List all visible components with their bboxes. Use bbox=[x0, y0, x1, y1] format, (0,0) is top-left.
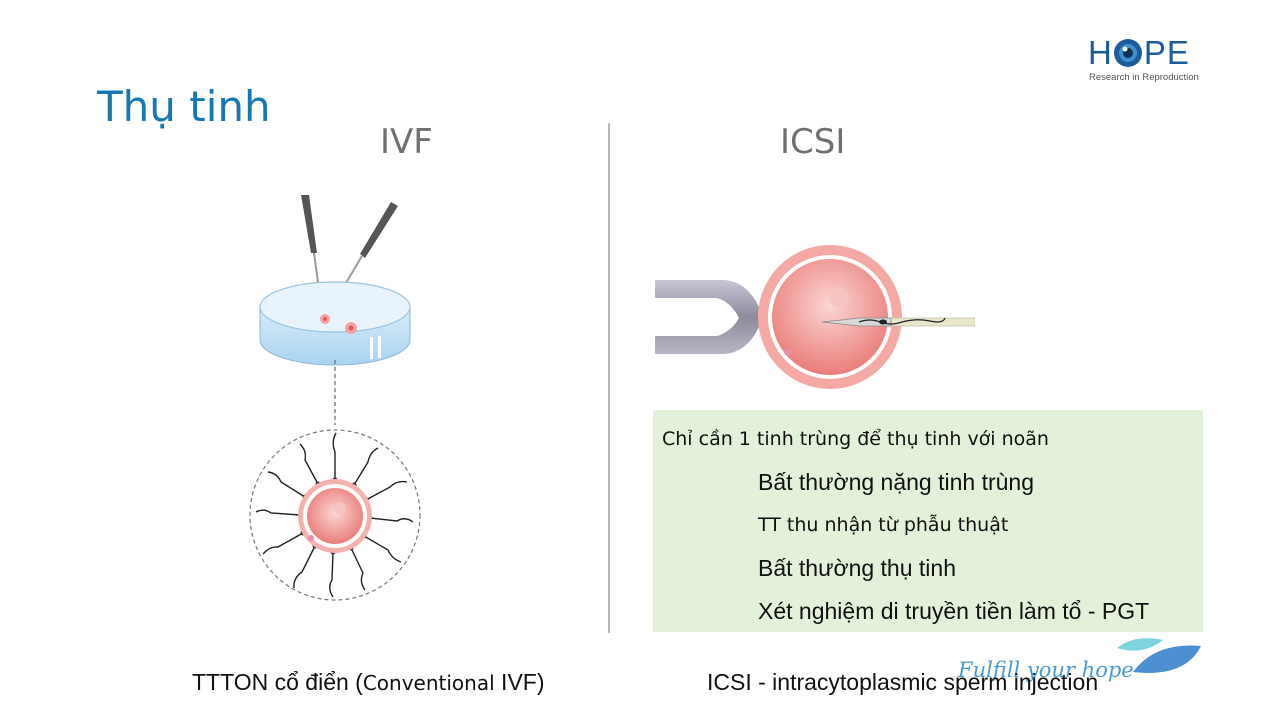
list-item: Xét nghiệm di truyền tiền làm tổ - PGT bbox=[758, 598, 1150, 624]
list-item: Bất thường nặng tinh trùng bbox=[758, 469, 1034, 495]
column-divider bbox=[608, 123, 610, 633]
list-item: TT thu nhận từ phẫu thuật bbox=[758, 514, 1009, 536]
ivf-caption: TTTON cổ điển (Conventional IVF) bbox=[192, 669, 545, 696]
info-intro: Chỉ cần 1 tinh trùng để thụ tinh với noã… bbox=[662, 428, 1049, 450]
eye-icon bbox=[1114, 39, 1142, 67]
ivf-heading: IVF bbox=[380, 122, 433, 162]
slogan: Fulfill your hope bbox=[958, 658, 1134, 682]
list-item: Bất thường thụ tinh bbox=[758, 555, 956, 581]
ivf-illustration bbox=[249, 195, 421, 601]
logo-letters-pe: PE bbox=[1143, 34, 1190, 71]
ivf-caption-end: IVF) bbox=[494, 669, 545, 695]
icsi-indications-box: Chỉ cần 1 tinh trùng để thụ tinh với noã… bbox=[653, 410, 1203, 632]
logo-tagline: Research in Reproduction bbox=[1089, 72, 1199, 83]
icsi-caption: ICSI - intracytoplasmic sperm injection bbox=[707, 669, 1099, 695]
ivf-caption-main: TTTON cổ điển ( bbox=[192, 669, 363, 695]
icsi-heading: ICSI bbox=[780, 122, 846, 162]
icsi-illustration bbox=[655, 245, 975, 389]
ivf-caption-small: Conventional bbox=[362, 671, 495, 695]
logo-letter-h: H bbox=[1088, 34, 1113, 71]
page-title: Thụ tinh bbox=[97, 82, 271, 131]
logo-wordmark: H PE bbox=[1088, 34, 1190, 72]
hope-logo: H PE Research in Reproduction bbox=[1088, 34, 1203, 84]
leaf-icon bbox=[1117, 638, 1201, 673]
